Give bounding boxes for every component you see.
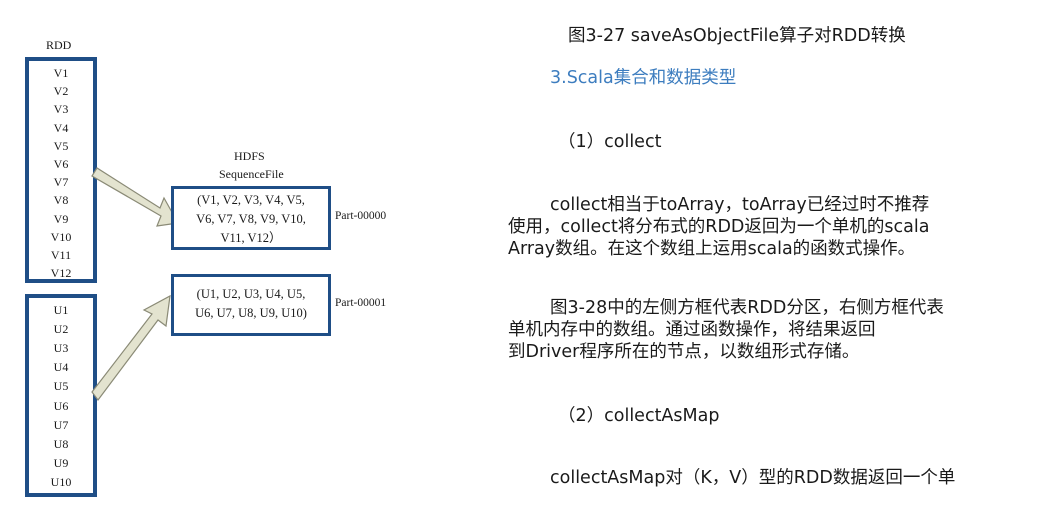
partition-2-item: U10 [50,474,72,489]
part-00001-box: (U1, U2, U3, U4, U5, U6, U7, U8, U9, U10… [171,274,331,336]
part-00001-label: Part-00001 [335,297,387,309]
part-00000-line-1: (V1, V2, V3, V4, V5, [197,193,305,207]
paragraph-1-line-2: 使用，collect将分布式的RDD返回为一个单机的scala [508,217,930,237]
figure-caption: 图3-27 saveAsObjectFile算子对RDD转换 [568,26,906,46]
partition-2-item: U3 [53,341,69,356]
partition-2-item: U6 [53,398,69,413]
part-00000-box: (V1, V2, V3, V4, V5, V6, V7, V8, V9, V10… [171,186,331,250]
partition-2-item: U2 [53,322,69,337]
partition-1-item: V8 [53,193,69,208]
part-00000-label: Part-00000 [335,210,387,222]
rdd-label: RDD [46,38,72,52]
partition-1-item: V2 [53,84,69,99]
paragraph-2-line-3: 到Driver程序所在的节点，以数组形式存储。 [508,342,860,362]
paragraph-1-line-3: Array数组。在这个数组上运用scala的函数式操作。 [508,239,916,259]
subsection-heading-collect: （1）collect [558,132,662,152]
arrow-to-part-00000 [91,167,179,227]
paragraph-3-line-1: collectAsMap对（K，V）型的RDD数据返回一个单 [550,468,956,488]
section-heading: 3.Scala集合和数据类型 [550,68,737,88]
partition-1-item: V4 [53,120,69,135]
partition-1-item: V5 [53,138,69,153]
sequencefile-label: SequenceFile [219,167,284,181]
partition-1-item: V7 [53,175,69,190]
partition-1-item: V10 [50,229,72,244]
partition-1-item: V11 [50,248,72,262]
partition-2-item: U7 [53,417,69,432]
arrow-to-part-00001 [91,294,171,401]
partition-2-item: U8 [53,436,69,451]
partition-2-item: U5 [53,379,69,394]
paragraph-2-line-1: 图3-28中的左侧方框代表RDD分区，右侧方框代表 [550,298,944,318]
hdfs-label: HDFS [234,149,265,163]
part-00000-line-2: V6, V7, V8, V9, V10, [196,212,306,226]
partition-1-item: V12 [50,266,72,281]
partition-1-item: V1 [53,66,69,80]
part-00000-line-3: V11, V12） [220,231,282,245]
partition-2-item: U1 [53,303,69,317]
paragraph-2-line-2: 单机内存中的数组。通过函数操作，将结果返回 [508,320,876,340]
partition-2-item: U9 [53,455,69,470]
partition-1-item: V9 [53,211,69,226]
part-00001-line-1: (U1, U2, U3, U4, U5, [196,287,306,301]
arrows [91,167,179,401]
partition-1-item: V6 [53,157,69,171]
subsection-heading-collectasmap: （2）collectAsMap [558,406,720,426]
partition-2-item: U4 [53,360,69,375]
part-00001-line-2: U6, U7, U8, U9, U10) [195,306,307,320]
paragraph-1-line-1: collect相当于toArray，toArray已经过时不推荐 [550,195,930,215]
partition-1-item: V3 [53,102,69,117]
